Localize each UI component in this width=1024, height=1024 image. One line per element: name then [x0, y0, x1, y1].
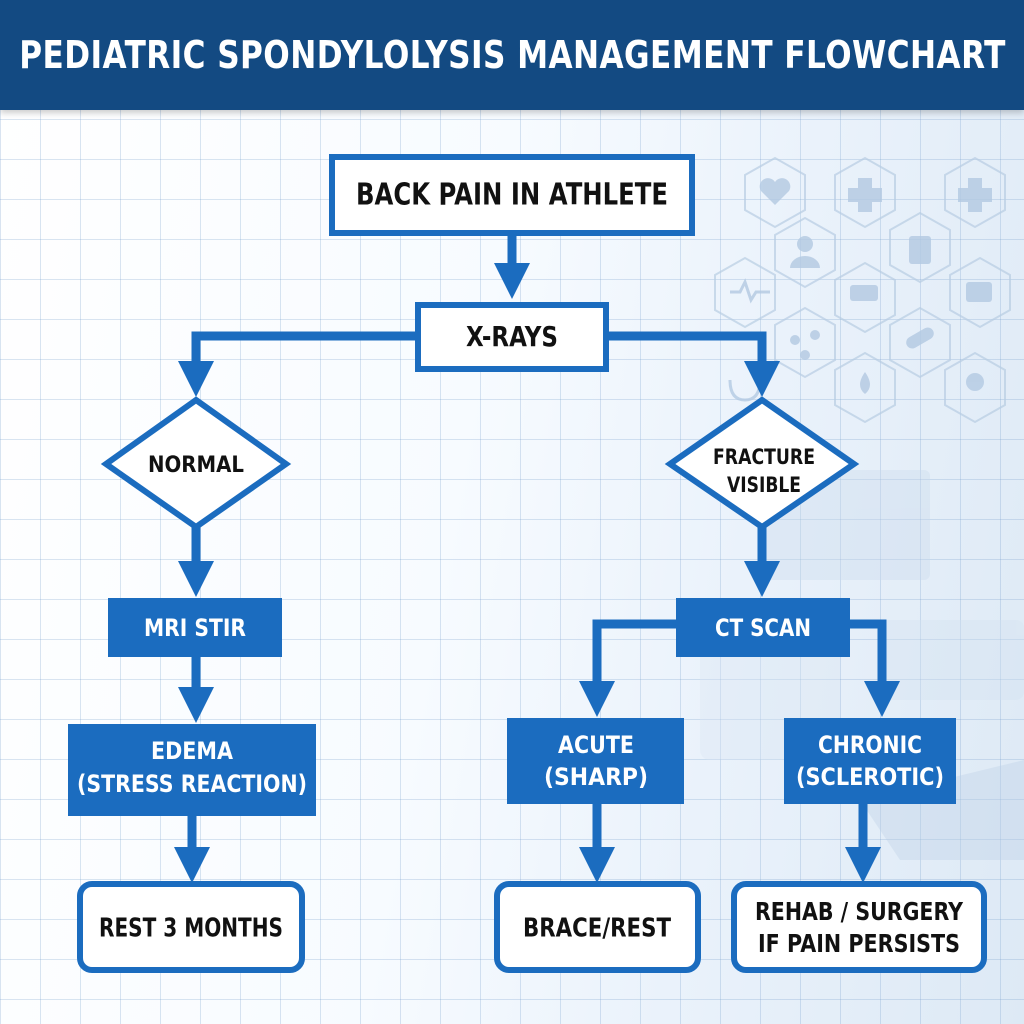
- node-label: MRI STIR: [144, 614, 246, 642]
- node-brace-rest: BRACE/REST: [494, 881, 701, 973]
- node-acute-sharp: ACUTE (SHARP): [507, 718, 684, 804]
- node-x-rays: X-RAYS: [415, 302, 609, 372]
- decision-fracture-visible: FRACTURE VISIBLE: [664, 396, 860, 531]
- decision-label: NORMAL: [148, 453, 244, 478]
- node-chronic-sclerotic: CHRONIC (SCLEROTIC): [784, 718, 956, 804]
- node-label-line-2: (SHARP): [544, 763, 648, 791]
- node-label-line-1: REHAB / SURGERY: [755, 897, 964, 926]
- node-edema-stress-reaction: EDEMA (STRESS REACTION): [68, 724, 316, 816]
- node-rehab-surgery: REHAB / SURGERY IF PAIN PERSISTS: [731, 881, 987, 973]
- node-rest-3-months: REST 3 MONTHS: [77, 881, 305, 973]
- node-label: BRACE/REST: [523, 914, 671, 944]
- decision-label-line-1: FRACTURE: [713, 445, 815, 469]
- connector-xrays-to-normal: [178, 331, 418, 397]
- node-back-pain-in-athlete: BACK PAIN IN ATHLETE: [329, 154, 695, 236]
- node-label-line-1: CHRONIC: [818, 731, 922, 759]
- node-label: REST 3 MONTHS: [99, 914, 283, 944]
- title-bar: PEDIATRIC SPONDYLOLYSIS MANAGEMENT FLOWC…: [0, 0, 1024, 110]
- node-label-line-1: ACUTE: [558, 731, 634, 759]
- connector-ct-to-chronic: [850, 619, 900, 717]
- node-label: CT SCAN: [715, 614, 811, 642]
- node-ct-scan: CT SCAN: [676, 598, 850, 657]
- node-label: X-RAYS: [466, 320, 558, 353]
- node-label-line-2: (SCLEROTIC): [796, 763, 944, 791]
- decision-normal: NORMAL: [100, 396, 292, 531]
- connector-ct-to-acute: [579, 619, 676, 717]
- decision-label-line-2: VISIBLE: [727, 473, 801, 497]
- node-label-line-2: IF PAIN PERSISTS: [758, 929, 960, 958]
- connector-xrays-to-fracture: [606, 331, 780, 397]
- page-title: PEDIATRIC SPONDYLOLYSIS MANAGEMENT FLOWC…: [18, 33, 1006, 77]
- node-mri-stir: MRI STIR: [108, 598, 282, 657]
- node-label-line-2: (STRESS REACTION): [77, 770, 307, 798]
- node-label-line-1: EDEMA: [151, 737, 233, 765]
- node-label: BACK PAIN IN ATHLETE: [356, 178, 668, 213]
